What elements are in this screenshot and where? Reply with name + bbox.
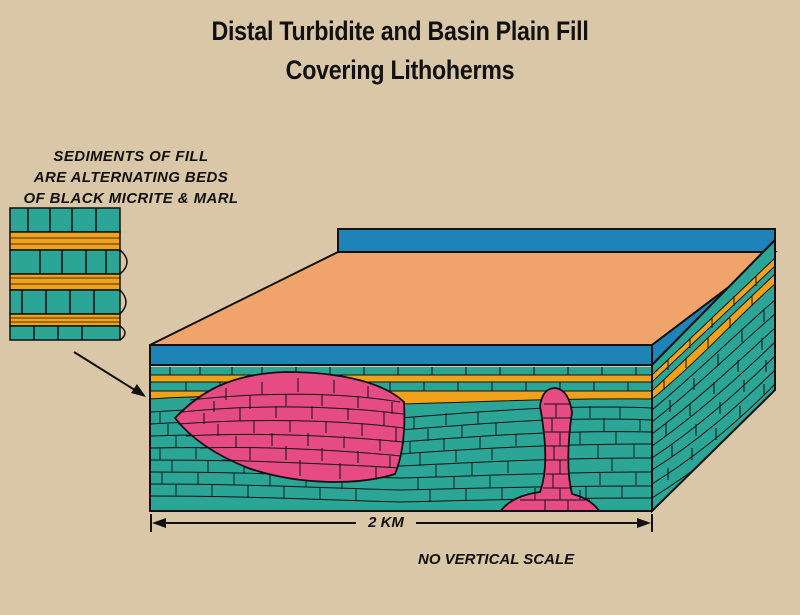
- front-face: [150, 367, 652, 511]
- water-layer-back: [337, 228, 776, 253]
- inset-micrite-bed-4: [9, 325, 121, 341]
- inset-caption-line-3: OF BLACK MICRITE & MARL: [23, 190, 239, 207]
- inset-caption: SEDIMENTS OF FILL ARE ALTERNATING BEDS O…: [6, 146, 256, 209]
- inset-micrite-bed-2: [9, 249, 121, 275]
- inset-marl-bed-1: [9, 231, 121, 251]
- marl-bed-upper: [150, 374, 652, 383]
- inset-micrite-bed-1: [9, 207, 121, 233]
- inset-micrite-bed-3: [9, 289, 121, 315]
- inset-marl-bed-3: [9, 313, 121, 327]
- inset-column: [9, 207, 128, 341]
- title-line-1: Distal Turbidite and Basin Plain Fill: [211, 16, 589, 46]
- inset-caption-line-2: ARE ALTERNATING BEDS: [33, 169, 229, 186]
- title-line-2: Covering Lithoherms: [285, 55, 515, 85]
- inset-caption-line-1: SEDIMENTS OF FILL: [53, 148, 209, 165]
- water-layer-front: [149, 344, 653, 366]
- vertical-scale-note: NO VERTICAL SCALE: [418, 551, 575, 568]
- inset-marl-bed-2: [9, 273, 121, 291]
- scale-label: 2 KM: [356, 514, 416, 531]
- lithoherm-small-spire: [499, 387, 601, 511]
- pointer-arrow: [73, 351, 146, 397]
